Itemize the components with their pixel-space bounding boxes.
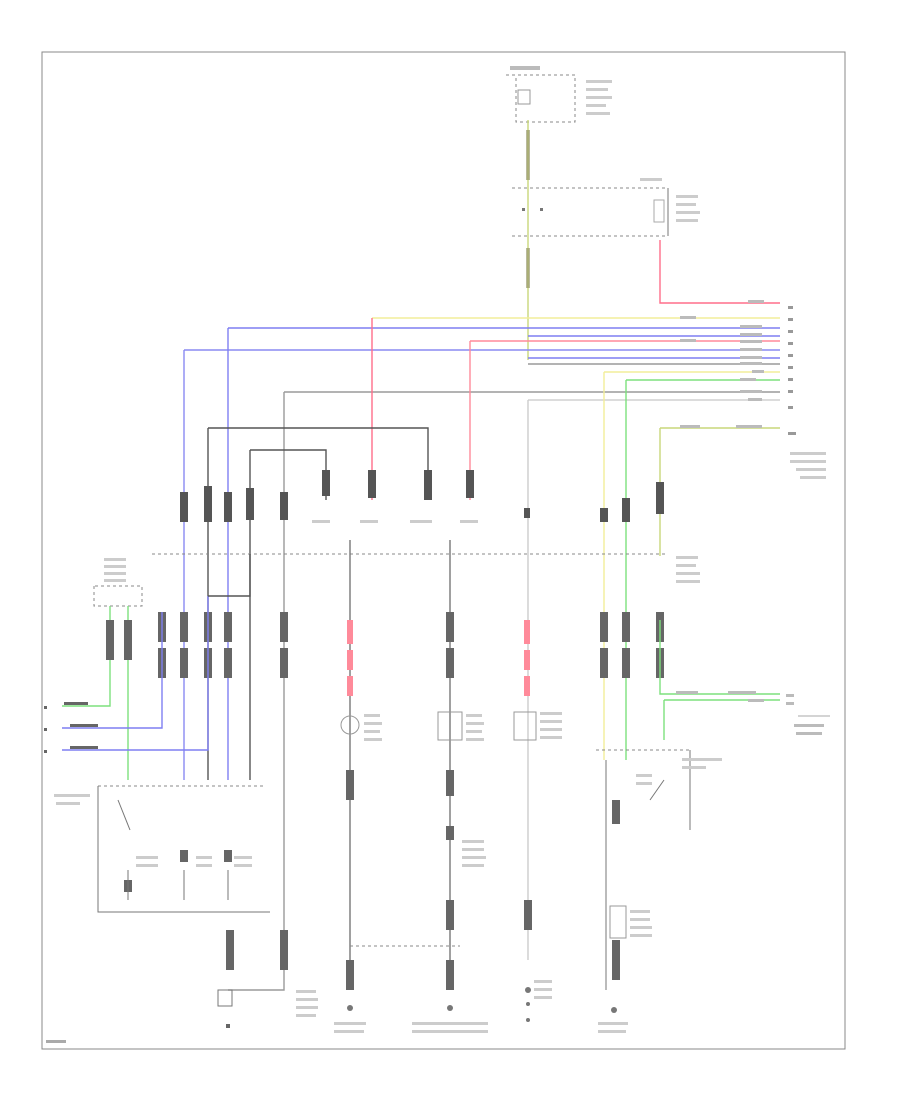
lower-dark-markers (158, 612, 664, 990)
wire-left-blue-1 (62, 612, 163, 729)
bottom-grounds (334, 980, 628, 1033)
left-sensor (93, 558, 143, 607)
wire-markers (180, 470, 664, 522)
wire-gray-drop (228, 392, 285, 991)
lower-red-markers (347, 620, 530, 696)
diagram-frame (41, 51, 846, 1050)
combination-switch-left (54, 785, 270, 913)
ground-left (217, 989, 318, 1028)
diagram-id (46, 1040, 66, 1043)
connector-row-labels (312, 520, 478, 523)
left-green-markers (44, 620, 132, 753)
bundle-right-labels (680, 300, 826, 479)
sensor-middle (350, 826, 486, 947)
right-mid-labels (676, 691, 830, 735)
wire-dark-loop (208, 427, 429, 500)
combination-switch-right (596, 749, 722, 830)
switch-3 (513, 711, 562, 741)
lamp-1 (340, 714, 382, 741)
connector-right-label (676, 556, 700, 583)
lamp-2 (437, 711, 484, 741)
relay-bottom-right (605, 760, 652, 990)
wire-left-blue-2 (62, 596, 209, 751)
top-fuse-box (506, 66, 612, 123)
junction-block-top (512, 178, 700, 237)
wire-left-green-1 (62, 606, 111, 707)
wire-green-right (659, 620, 780, 695)
wire-red-relay (659, 240, 780, 304)
